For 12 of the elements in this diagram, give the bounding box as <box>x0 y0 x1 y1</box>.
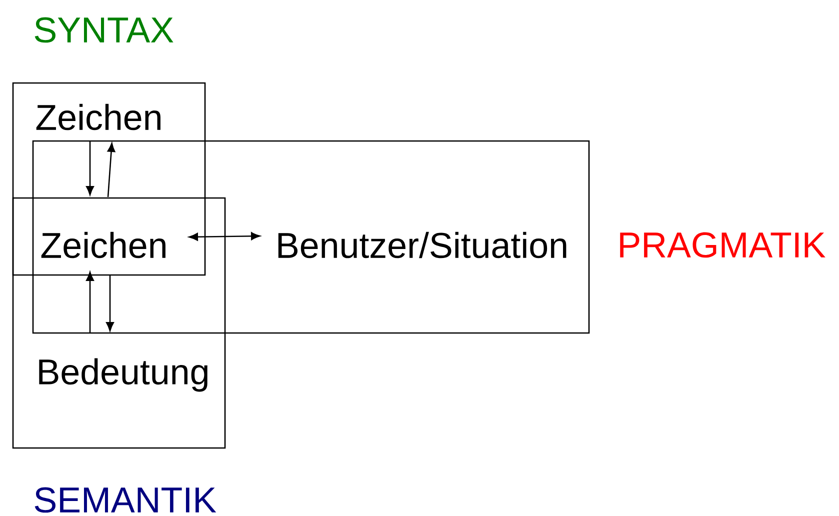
label-text: Zeichen <box>41 232 166 258</box>
arrow <box>107 142 116 198</box>
label-text: Zeichen <box>36 104 160 130</box>
arrow <box>188 232 260 241</box>
arrow <box>86 141 94 196</box>
node-label: PRAGMATIK <box>620 232 826 258</box>
label-text: Bedeutung <box>39 358 208 392</box>
arrow <box>106 275 114 332</box>
node-label: SEMANTIK <box>34 487 216 513</box>
node-label: SYNTAX <box>34 17 174 43</box>
label-text: Benutzer/Situation <box>278 232 566 258</box>
arrow <box>86 272 94 333</box>
